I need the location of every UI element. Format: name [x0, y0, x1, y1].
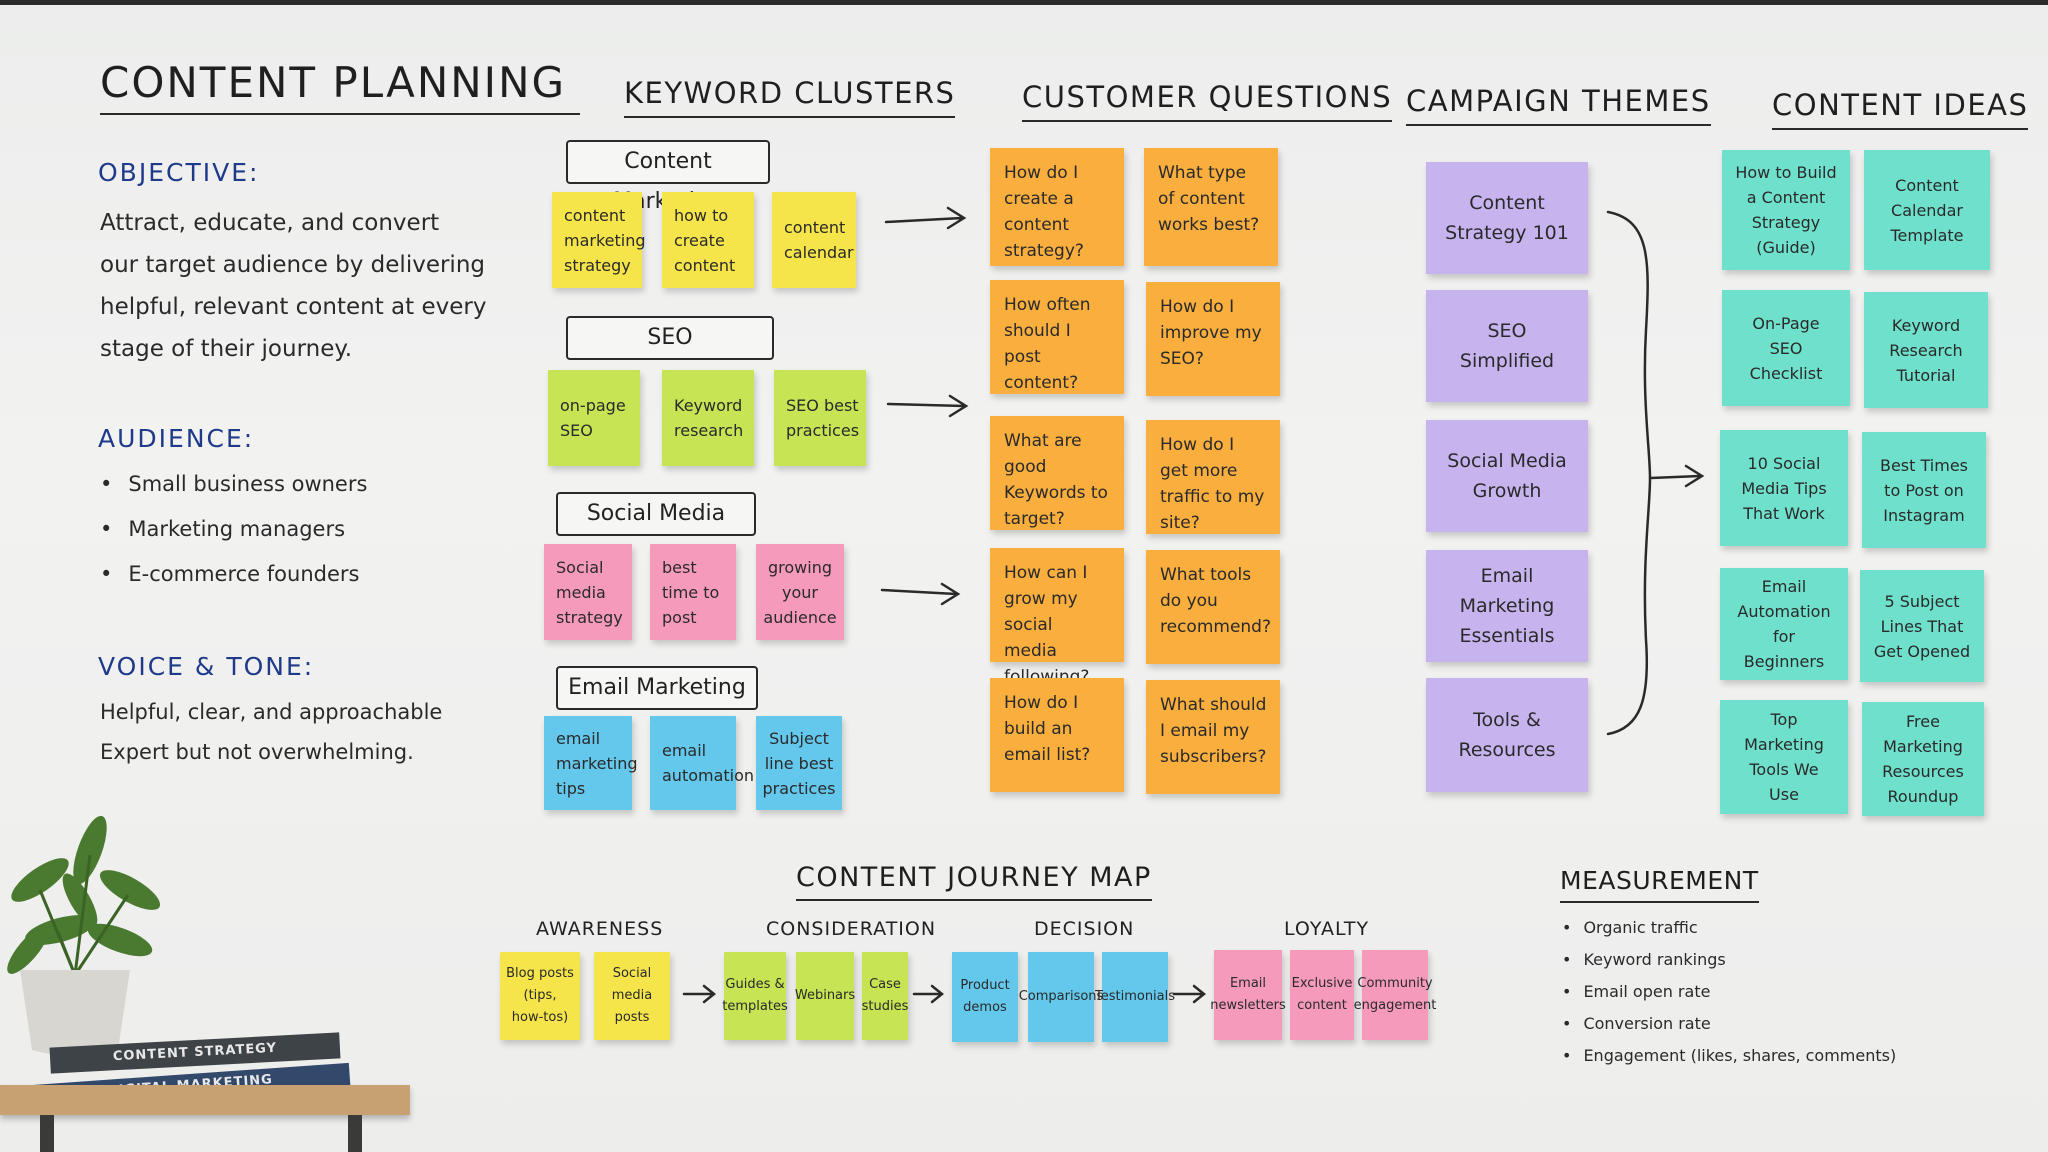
- keyword-note: SEO best practices: [774, 370, 866, 466]
- question-note: How can I grow my social media following…: [990, 548, 1124, 687]
- stage-awareness: Awareness: [536, 918, 664, 940]
- customer-questions-title: Customer Questions: [1022, 80, 1393, 122]
- objective-line: helpful, relevant content at every: [100, 294, 487, 320]
- journey-note: Guides & templates: [722, 952, 788, 1040]
- audience-item: Small business owners: [100, 462, 367, 507]
- keyword-note: on-page SEO: [548, 370, 640, 466]
- cluster-label-email-marketing: Email Marketing: [556, 666, 758, 710]
- voice-text: Helpful, clear, and approachable Expert …: [100, 692, 442, 772]
- idea-note: Best Times to Post on Instagram: [1862, 432, 1986, 548]
- question-note: What should I email my subscribers?: [1146, 680, 1280, 794]
- audience-item: Marketing managers: [100, 507, 367, 552]
- idea-note: Top Marketing Tools We Use: [1720, 700, 1848, 814]
- journey-note: Product demos: [952, 952, 1018, 1042]
- measurement-title: Measurement: [1560, 866, 1759, 903]
- content-ideas-title: Content Ideas: [1772, 88, 2029, 130]
- stage-decision: Decision: [1034, 918, 1135, 940]
- keyword-note: email automation: [650, 716, 754, 810]
- question-note: What are good Keywords to target?: [990, 416, 1124, 530]
- journey-note: Webinars: [795, 952, 855, 1040]
- keyword-note: how to create content: [662, 192, 754, 288]
- measurement-item: Keyword rankings: [1562, 944, 1896, 976]
- keyword-note: content marketing strategy: [552, 192, 646, 288]
- bracket-themes-to-ideas: [1606, 210, 1652, 736]
- journey-note: Email newsletters: [1210, 950, 1286, 1040]
- question-note: How often should I post content?: [990, 280, 1124, 394]
- idea-note: How to Build a Content Strategy (Guide): [1722, 150, 1850, 270]
- objective-heading: Objective:: [98, 158, 260, 187]
- idea-note: 10 Social Media Tips That Work: [1720, 430, 1848, 546]
- campaign-themes-title: Campaign Themes: [1406, 84, 1711, 126]
- question-note: How do I improve my SEO?: [1146, 282, 1280, 396]
- measurement-list: Organic traffic Keyword rankings Email o…: [1562, 912, 1896, 1072]
- idea-note: Content Calendar Template: [1864, 150, 1990, 270]
- shelf-leg: [40, 1115, 54, 1152]
- measurement-item: Conversion rate: [1562, 1008, 1896, 1040]
- keyword-note: growing your audience: [756, 544, 844, 640]
- arrow-journey-step: [912, 984, 945, 1004]
- page-title: Content Planning: [100, 58, 581, 115]
- question-note: How do I get more traffic to my site?: [1146, 420, 1280, 534]
- arrow-cluster-to-questions: [886, 394, 969, 418]
- theme-note: Email Marketing Essentials: [1426, 550, 1588, 662]
- stage-consideration: Consideration: [766, 918, 937, 940]
- arrow-cluster-to-questions: [880, 582, 961, 606]
- objective-text: Attract, educate, and convert our target…: [100, 202, 486, 370]
- potted-plant-icon: [7, 815, 161, 1056]
- question-note: How do I create a content strategy?: [990, 148, 1124, 266]
- audience-list: Small business owners Marketing managers…: [100, 462, 367, 597]
- arrow-journey-step: [682, 984, 717, 1004]
- idea-note: Keyword Research Tutorial: [1864, 292, 1988, 408]
- shelf-leg: [348, 1115, 362, 1152]
- theme-note: Content Strategy 101: [1426, 162, 1588, 274]
- keyword-note: best time to post: [650, 544, 736, 640]
- voice-line: Helpful, clear, and approachable: [100, 700, 443, 724]
- measurement-item: Email open rate: [1562, 976, 1896, 1008]
- question-note: What type of content works best?: [1144, 148, 1278, 266]
- question-note: What tools do you recommend?: [1146, 550, 1280, 664]
- board-top-frame: [0, 0, 2048, 5]
- objective-line: our target audience by delivering: [100, 252, 485, 278]
- keyword-clusters-title: Keyword Clusters: [624, 76, 956, 118]
- idea-note: Email Automation for Beginners: [1720, 568, 1848, 680]
- voice-heading: Voice & Tone:: [98, 652, 315, 681]
- arrow-journey-step: [1172, 984, 1207, 1004]
- keyword-note: Social media strategy: [544, 544, 632, 640]
- question-note: How do I build an email list?: [990, 678, 1124, 792]
- journey-note: Exclusive content: [1290, 950, 1354, 1040]
- journey-note: Comparisons: [1019, 952, 1103, 1042]
- objective-line: Attract, educate, and convert: [100, 210, 440, 236]
- journey-note: Social media posts: [594, 952, 670, 1040]
- voice-line: Expert but not overwhelming.: [100, 740, 414, 764]
- idea-note: Free Marketing Resources Roundup: [1862, 702, 1984, 816]
- journey-note: Blog posts (tips, how-tos): [500, 952, 580, 1040]
- idea-note: 5 Subject Lines That Get Opened: [1860, 570, 1984, 682]
- measurement-item: Organic traffic: [1562, 912, 1896, 944]
- journey-map-title: Content Journey Map: [796, 862, 1152, 901]
- idea-note: On-Page SEO Checklist: [1722, 290, 1850, 406]
- theme-note: Tools & Resources: [1426, 678, 1588, 792]
- audience-item: E-commerce founders: [100, 552, 367, 597]
- keyword-note: Keyword research: [662, 370, 754, 466]
- keyword-note: Subject line best practices: [756, 716, 842, 810]
- theme-note: SEO Simplified: [1426, 290, 1588, 402]
- journey-note: Testimonials: [1095, 952, 1175, 1042]
- arrow-cluster-to-questions: [884, 206, 967, 230]
- cluster-label-social-media: Social Media: [556, 492, 756, 536]
- theme-note: Social Media Growth: [1426, 420, 1588, 532]
- journey-note: Community engagement: [1354, 950, 1436, 1040]
- audience-heading: Audience:: [98, 424, 255, 453]
- objective-line: stage of their journey.: [100, 336, 353, 362]
- measurement-item: Engagement (likes, shares, comments): [1562, 1040, 1896, 1072]
- keyword-note: email marketing tips: [544, 716, 638, 810]
- stage-loyalty: Loyalty: [1284, 918, 1370, 940]
- arrow-themes-to-ideas: [1648, 464, 1705, 488]
- wooden-shelf: [0, 1085, 410, 1115]
- cluster-label-seo: SEO: [566, 316, 774, 360]
- keyword-note: content calendar: [772, 192, 856, 288]
- journey-note: Case studies: [862, 952, 908, 1040]
